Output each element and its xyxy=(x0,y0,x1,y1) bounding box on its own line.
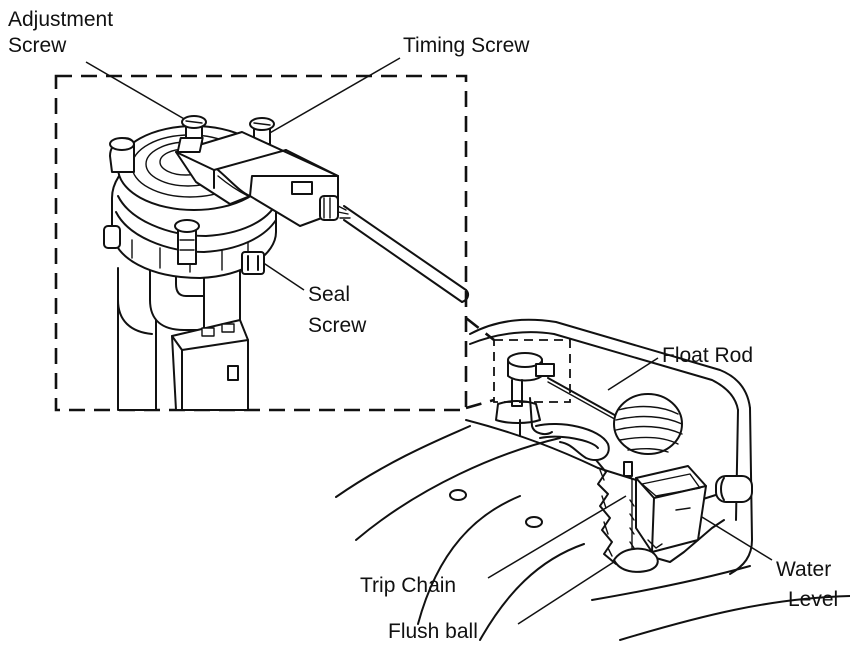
leader-trip-chain xyxy=(487,495,627,579)
seal-screw xyxy=(241,251,265,275)
flush-handle xyxy=(715,475,753,503)
label-water-level-line2: Level xyxy=(788,588,838,611)
detail-callout-box xyxy=(493,339,571,403)
leader-seal-screw xyxy=(261,261,305,291)
trip-chain-clip xyxy=(623,461,633,477)
label-adjustment-screw-line1: Adjustment xyxy=(8,8,113,31)
label-trip-chain: Trip Chain xyxy=(360,574,456,597)
trip-chain xyxy=(623,461,635,561)
float-assembly xyxy=(547,377,683,455)
leader-flush-ball xyxy=(517,557,621,625)
bowl-hole-right xyxy=(525,516,543,528)
label-seal-screw-line1: Seal xyxy=(308,283,350,306)
toilet-bowl xyxy=(335,425,850,641)
float-rod xyxy=(547,377,621,419)
bowl-hole-left xyxy=(449,489,467,501)
leader-float-rod xyxy=(607,357,659,391)
callout-connector-bottom xyxy=(465,398,495,410)
leader-adjustment-screw xyxy=(85,61,187,121)
label-float-rod: Float Rod xyxy=(662,344,753,367)
label-timing-screw: Timing Screw xyxy=(403,34,530,57)
label-seal-screw-line2: Screw xyxy=(308,314,367,337)
float-rod-enlarged xyxy=(343,205,470,303)
float-ball xyxy=(613,393,683,455)
detail-enlarged-box xyxy=(54,74,468,412)
leader-timing-screw xyxy=(267,57,401,135)
label-adjustment-screw-line2: Screw xyxy=(8,34,67,57)
valve-small xyxy=(495,352,610,462)
flush-ball xyxy=(613,539,663,573)
label-flush-ball: Flush ball xyxy=(388,620,478,643)
label-water-level-line1: Water xyxy=(776,558,831,581)
callout-connector-top xyxy=(465,316,495,342)
valve-enlarged xyxy=(103,115,351,411)
overflow-box xyxy=(635,465,707,553)
